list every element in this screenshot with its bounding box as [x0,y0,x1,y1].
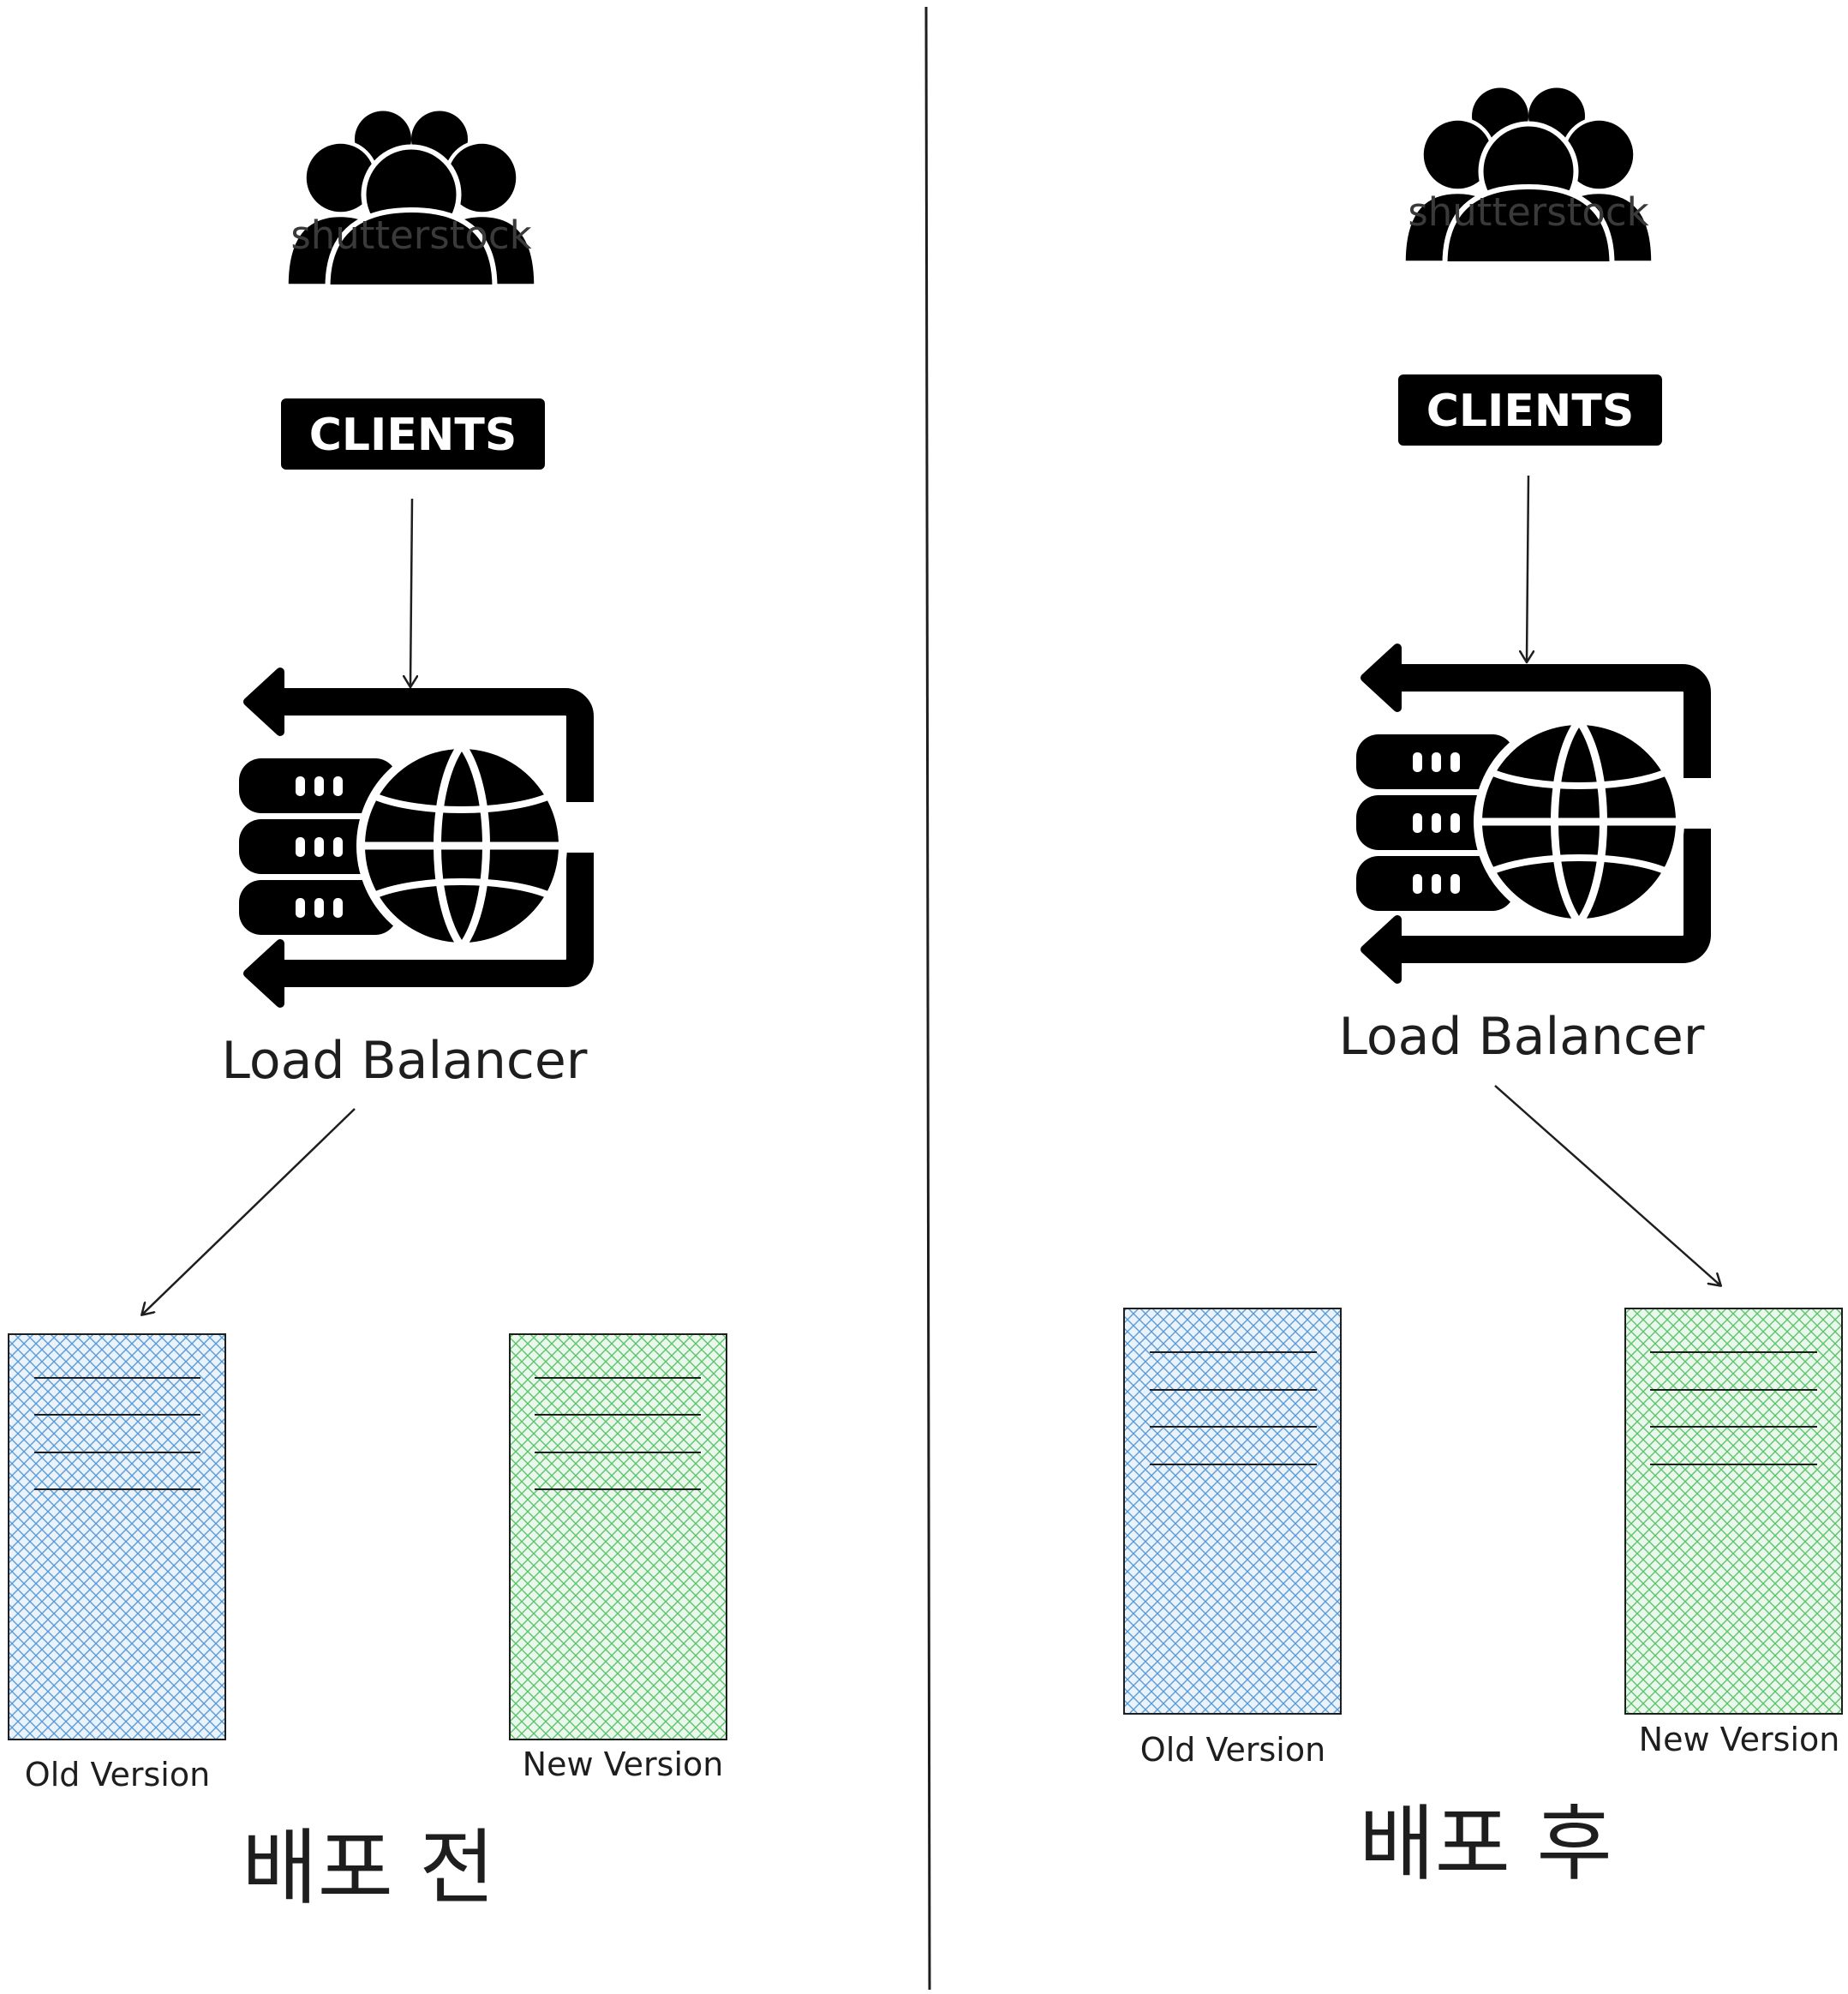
load-balancer-icon [1356,644,1711,984]
arrow-lb-to-old-version [142,1108,356,1314]
clients-watermark: shutterstock [290,213,531,258]
panel-caption: 배포 전 [242,1820,494,1916]
old-version-label: Old Version [1140,1731,1325,1769]
clients-label-box [281,398,545,470]
arrow-clients-to-lb [1527,475,1528,662]
new-version-server [1624,1308,1843,1715]
clients-group-icon: shutterstock [1402,87,1655,266]
clients-group-icon: shutterstock [284,111,538,290]
arrow-lb-to-new-version [1494,1085,1720,1285]
arrow-clients-to-lb [410,498,412,686]
load-balancer-icon [239,668,594,1008]
panel-after: shutterstock CLIENTS [1123,87,1843,1892]
clients-node: shutterstock CLIENTS [281,111,545,470]
clients-label: CLIENTS [1426,386,1635,437]
panel-before: shutterstock CLIENTS [8,111,727,1916]
panel-divider [924,6,931,1991]
old-version-label: Old Version [25,1756,210,1793]
new-version-label: New Version [1639,1721,1840,1758]
old-version-server [8,1333,226,1740]
clients-label-box [1398,374,1662,446]
panel-caption: 배포 후 [1359,1796,1612,1892]
load-balancer-label: Load Balancer [222,1031,588,1091]
load-balancer-label: Load Balancer [1339,1007,1705,1067]
clients-node: shutterstock CLIENTS [1398,87,1662,446]
new-version-label: New Version [523,1745,724,1783]
load-balancer-node: Load Balancer [1339,644,1711,1067]
old-version-server [1123,1308,1342,1715]
clients-watermark: shutterstock [1408,189,1648,235]
load-balancer-node: Load Balancer [222,668,594,1091]
clients-label: CLIENTS [309,410,517,461]
new-version-server [509,1333,727,1740]
